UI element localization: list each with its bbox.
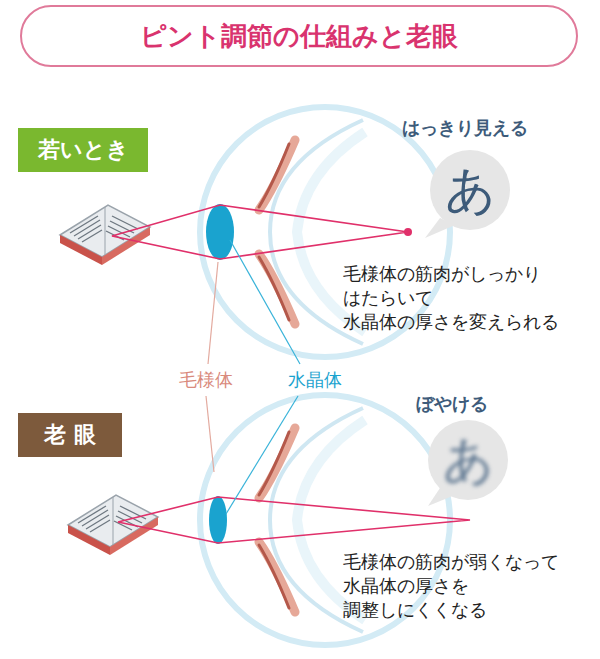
part-name: 水晶体 [286,368,344,392]
node-text: 若いとき [38,135,129,165]
title-box: ピント調節の仕組みと老眼 [20,5,578,67]
age-tag: 老 眼 [18,413,122,457]
result-label: はっきり見える [402,116,528,140]
part-name: 毛様体 [177,368,235,392]
result-label: ぼやける [416,392,488,416]
explanation-text: 毛様体の筋肉が弱くなって 水晶体の厚さを 調整しにくくなる [343,550,593,622]
speech-bubble: あ [428,420,508,500]
title-text: ピント調節の仕組みと老眼 [140,19,458,54]
node-text: 老 眼 [44,420,96,450]
explanation-text: 毛様体の筋肉がしっかり はたらいて 水晶体の厚さを変えられる [343,262,593,334]
speech-bubble: あ [430,150,510,230]
age-tag: 若いとき [18,128,148,172]
node-text: あ [445,165,496,215]
node-text: あ [443,435,494,485]
